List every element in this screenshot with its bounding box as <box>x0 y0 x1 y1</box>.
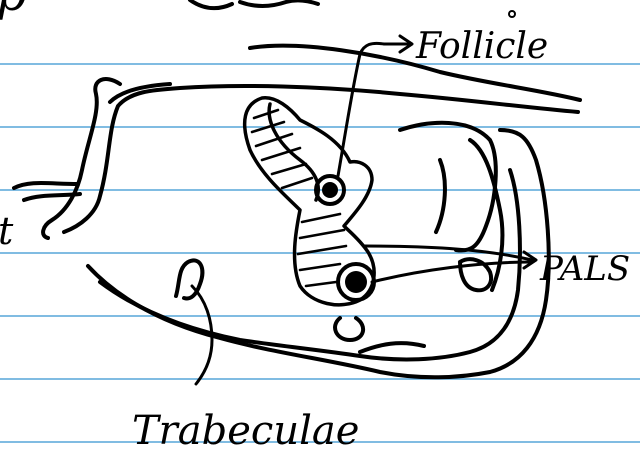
spleen-outline <box>14 46 580 378</box>
red-pulp-loop <box>436 160 491 290</box>
cut-off-heading: p <box>0 0 318 22</box>
hatching <box>252 110 346 286</box>
hatch-line <box>300 230 344 238</box>
pals-pointer <box>364 246 532 282</box>
heading-stroke <box>190 0 318 8</box>
hatch-line <box>254 110 278 118</box>
capsule-outer <box>43 79 578 238</box>
red-pulp-loop <box>335 318 424 352</box>
edge-mark-label: t <box>0 209 14 253</box>
trabeculae-label: Trabeculae <box>132 408 359 452</box>
pals-label: PALS <box>539 249 630 289</box>
hatch-line <box>306 282 336 286</box>
pals-arteriole-core <box>345 271 367 293</box>
hatch-line <box>282 178 312 188</box>
red-pulp-loop <box>400 123 496 251</box>
hatch-line <box>272 164 306 174</box>
capsule-lower-inner <box>100 170 520 359</box>
heading-fragment: p <box>0 0 27 22</box>
hatch-line <box>302 214 340 222</box>
follicle-dot <box>509 11 515 17</box>
hatch-line <box>300 264 340 270</box>
follicle-label: Follicle <box>415 26 548 67</box>
labels: Follicle PALS Trabeculae t <box>0 11 630 452</box>
hatch-line <box>256 134 292 146</box>
follicle-arteriole-core <box>322 182 338 198</box>
